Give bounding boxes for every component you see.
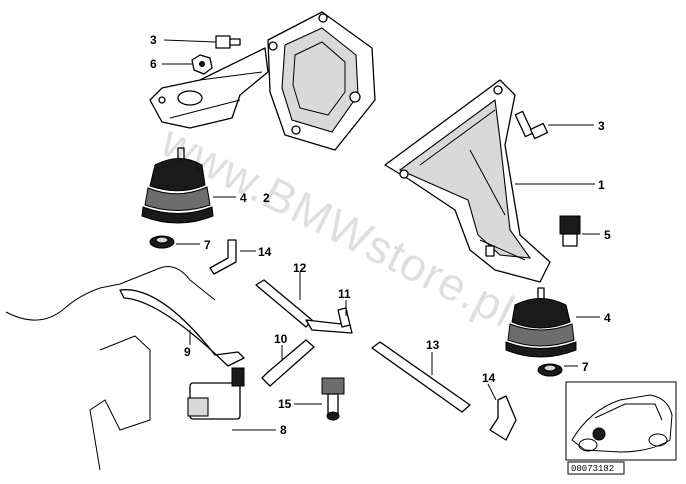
callout-labels: 3 6 2 4 7 14 12 11 9 10 13 8 15 14 3 1 5… — [150, 33, 611, 437]
callout-6: 6 — [150, 57, 157, 71]
check-valve — [294, 377, 345, 421]
callout-7-right: 7 — [582, 360, 589, 374]
callout-5: 5 — [604, 228, 611, 242]
callout-15: 15 — [278, 397, 292, 411]
callout-2: 2 — [263, 191, 270, 205]
callout-11: 11 — [338, 287, 351, 301]
engine-location-marker-icon — [592, 427, 606, 441]
washer-left — [149, 235, 200, 249]
callout-4-right: 4 — [604, 311, 611, 325]
callout-14-upper: 14 — [258, 245, 272, 259]
callout-13: 13 — [426, 338, 440, 352]
car-location-inset: 00073182 — [565, 381, 677, 475]
callout-9: 9 — [184, 345, 191, 359]
reference-code: 00073182 — [571, 464, 614, 474]
nut — [162, 54, 213, 75]
vacuum-lines — [209, 239, 517, 441]
callout-10: 10 — [274, 332, 288, 346]
vacuum-pipe — [5, 266, 245, 367]
callout-1: 1 — [598, 178, 605, 192]
bump-stop — [559, 215, 600, 247]
washer-right — [537, 363, 578, 377]
bolt-right — [514, 110, 594, 140]
callout-4-left: 4 — [240, 191, 247, 205]
engine-bracket-right — [384, 79, 595, 283]
callout-3-right: 3 — [598, 119, 605, 133]
callout-12: 12 — [293, 261, 307, 275]
engine-mount-right — [505, 287, 600, 358]
callout-3-left: 3 — [150, 33, 157, 47]
callout-14-lower: 14 — [482, 371, 496, 385]
callout-7-left: 7 — [204, 238, 211, 252]
vacuum-valve — [89, 335, 276, 471]
bolt-left — [163, 35, 241, 49]
engine-mount-left — [141, 147, 236, 224]
engine-bracket-left — [149, 11, 376, 151]
callout-8: 8 — [280, 423, 287, 437]
